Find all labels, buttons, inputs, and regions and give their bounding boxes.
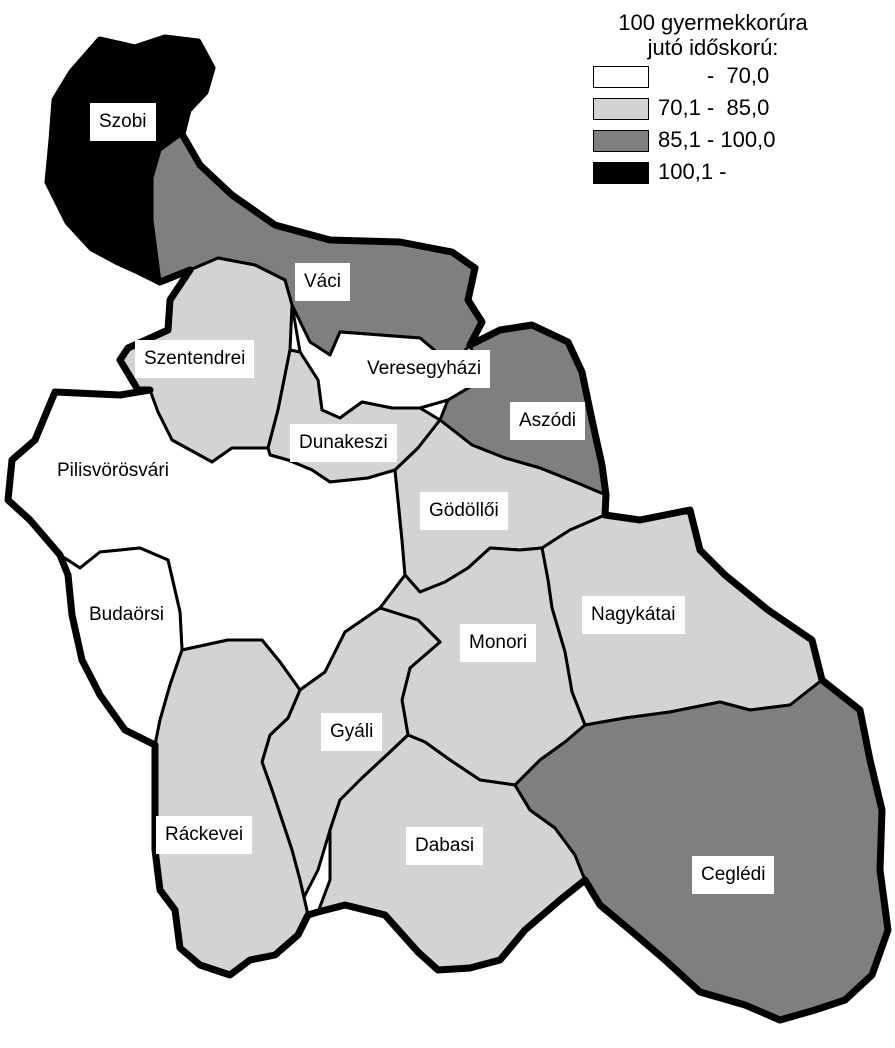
- label-szentendrei: Szentendrei: [135, 340, 255, 378]
- legend-range-label: - 70,0: [658, 63, 770, 88]
- legend-swatch: [593, 66, 649, 88]
- legend-item: 100,1 -: [588, 158, 838, 188]
- legend-range-label: 100,1 -: [658, 159, 727, 184]
- legend-swatch: [593, 162, 649, 184]
- legend-range-label: 85,1 - 100,0: [658, 127, 776, 152]
- label-rackevei: Ráckevei: [156, 816, 253, 854]
- label-budaorsi: Budaörsi: [80, 596, 173, 634]
- label-dabasi: Dabasi: [406, 827, 484, 865]
- county-border: [4, 34, 892, 1024]
- label-aszodi: Aszódi: [510, 402, 586, 440]
- legend-range-label: 70,1 - 85,0: [658, 95, 770, 120]
- legend-title-line2: jutó időskorú:: [647, 35, 779, 60]
- label-nagykatai: Nagykátai: [582, 596, 685, 634]
- label-pilisvorosvari: Pilisvörösvári: [48, 452, 178, 490]
- label-dunakeszi: Dunakeszi: [290, 424, 397, 462]
- legend-item: - 70,0: [588, 62, 838, 92]
- label-vaci: Váci: [295, 263, 350, 301]
- label-szobi: Szobi: [90, 103, 156, 141]
- label-veresegyhazi: Veresegyházi: [358, 350, 491, 388]
- legend-item: 70,1 - 85,0: [588, 94, 838, 124]
- legend-item: 85,1 - 100,0: [588, 126, 838, 156]
- legend-swatch: [593, 130, 649, 152]
- label-monori: Monori: [460, 624, 537, 662]
- legend-title-line1: 100 gyermekkorúra: [618, 10, 808, 35]
- label-godolloi: Gödöllői: [420, 492, 508, 530]
- map-legend: 100 gyermekkorúra jutó időskorú: - 70,0 …: [588, 10, 838, 188]
- label-gyali: Gyáli: [321, 713, 383, 751]
- label-cegledi: Ceglédi: [692, 856, 775, 894]
- legend-swatch: [593, 98, 649, 120]
